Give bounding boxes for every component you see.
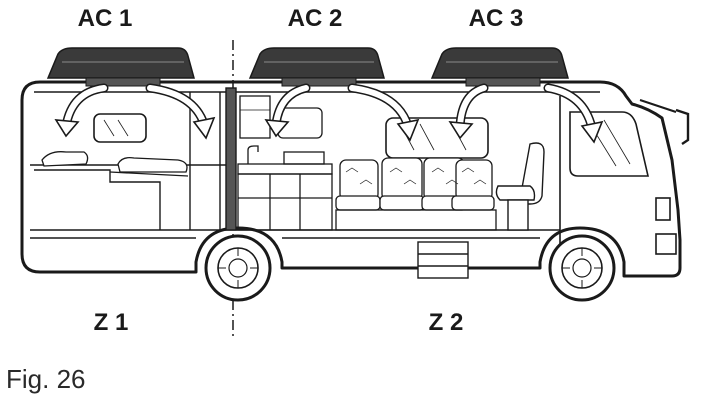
airflow-arrow-icon — [543, 83, 604, 144]
airflow-arrow-icon — [264, 83, 311, 138]
wheel-icon — [548, 234, 616, 302]
wheel-icon — [204, 234, 272, 302]
airflow-arrow-icon — [54, 83, 109, 138]
airflow-arrow-icon — [347, 83, 420, 142]
driver-seat — [495, 142, 545, 231]
seat-icon — [335, 159, 381, 211]
vehicle-body — [20, 80, 682, 278]
ac-unit-icon — [46, 47, 195, 87]
figure-caption: Fig. 26 — [6, 364, 86, 394]
steps-icon — [417, 241, 469, 279]
label-ac1: AC 1 — [78, 5, 133, 32]
airflow-arrow-icon — [145, 83, 216, 140]
ac-unit-icon — [430, 47, 569, 87]
bed — [41, 151, 189, 177]
label-ac3: AC 3 — [469, 5, 524, 32]
label-ac2: AC 2 — [288, 5, 343, 32]
airflow-arrows — [54, 83, 604, 144]
kitchen — [237, 95, 333, 231]
airflow-arrow-icon — [448, 83, 489, 140]
window-rear — [93, 113, 147, 143]
label-z1: Z 1 — [94, 309, 129, 336]
label-z2: Z 2 — [429, 309, 464, 336]
ac-unit-icon — [248, 47, 385, 87]
seating — [335, 157, 497, 231]
seat-icon — [451, 159, 495, 211]
seat-icon — [379, 157, 425, 211]
